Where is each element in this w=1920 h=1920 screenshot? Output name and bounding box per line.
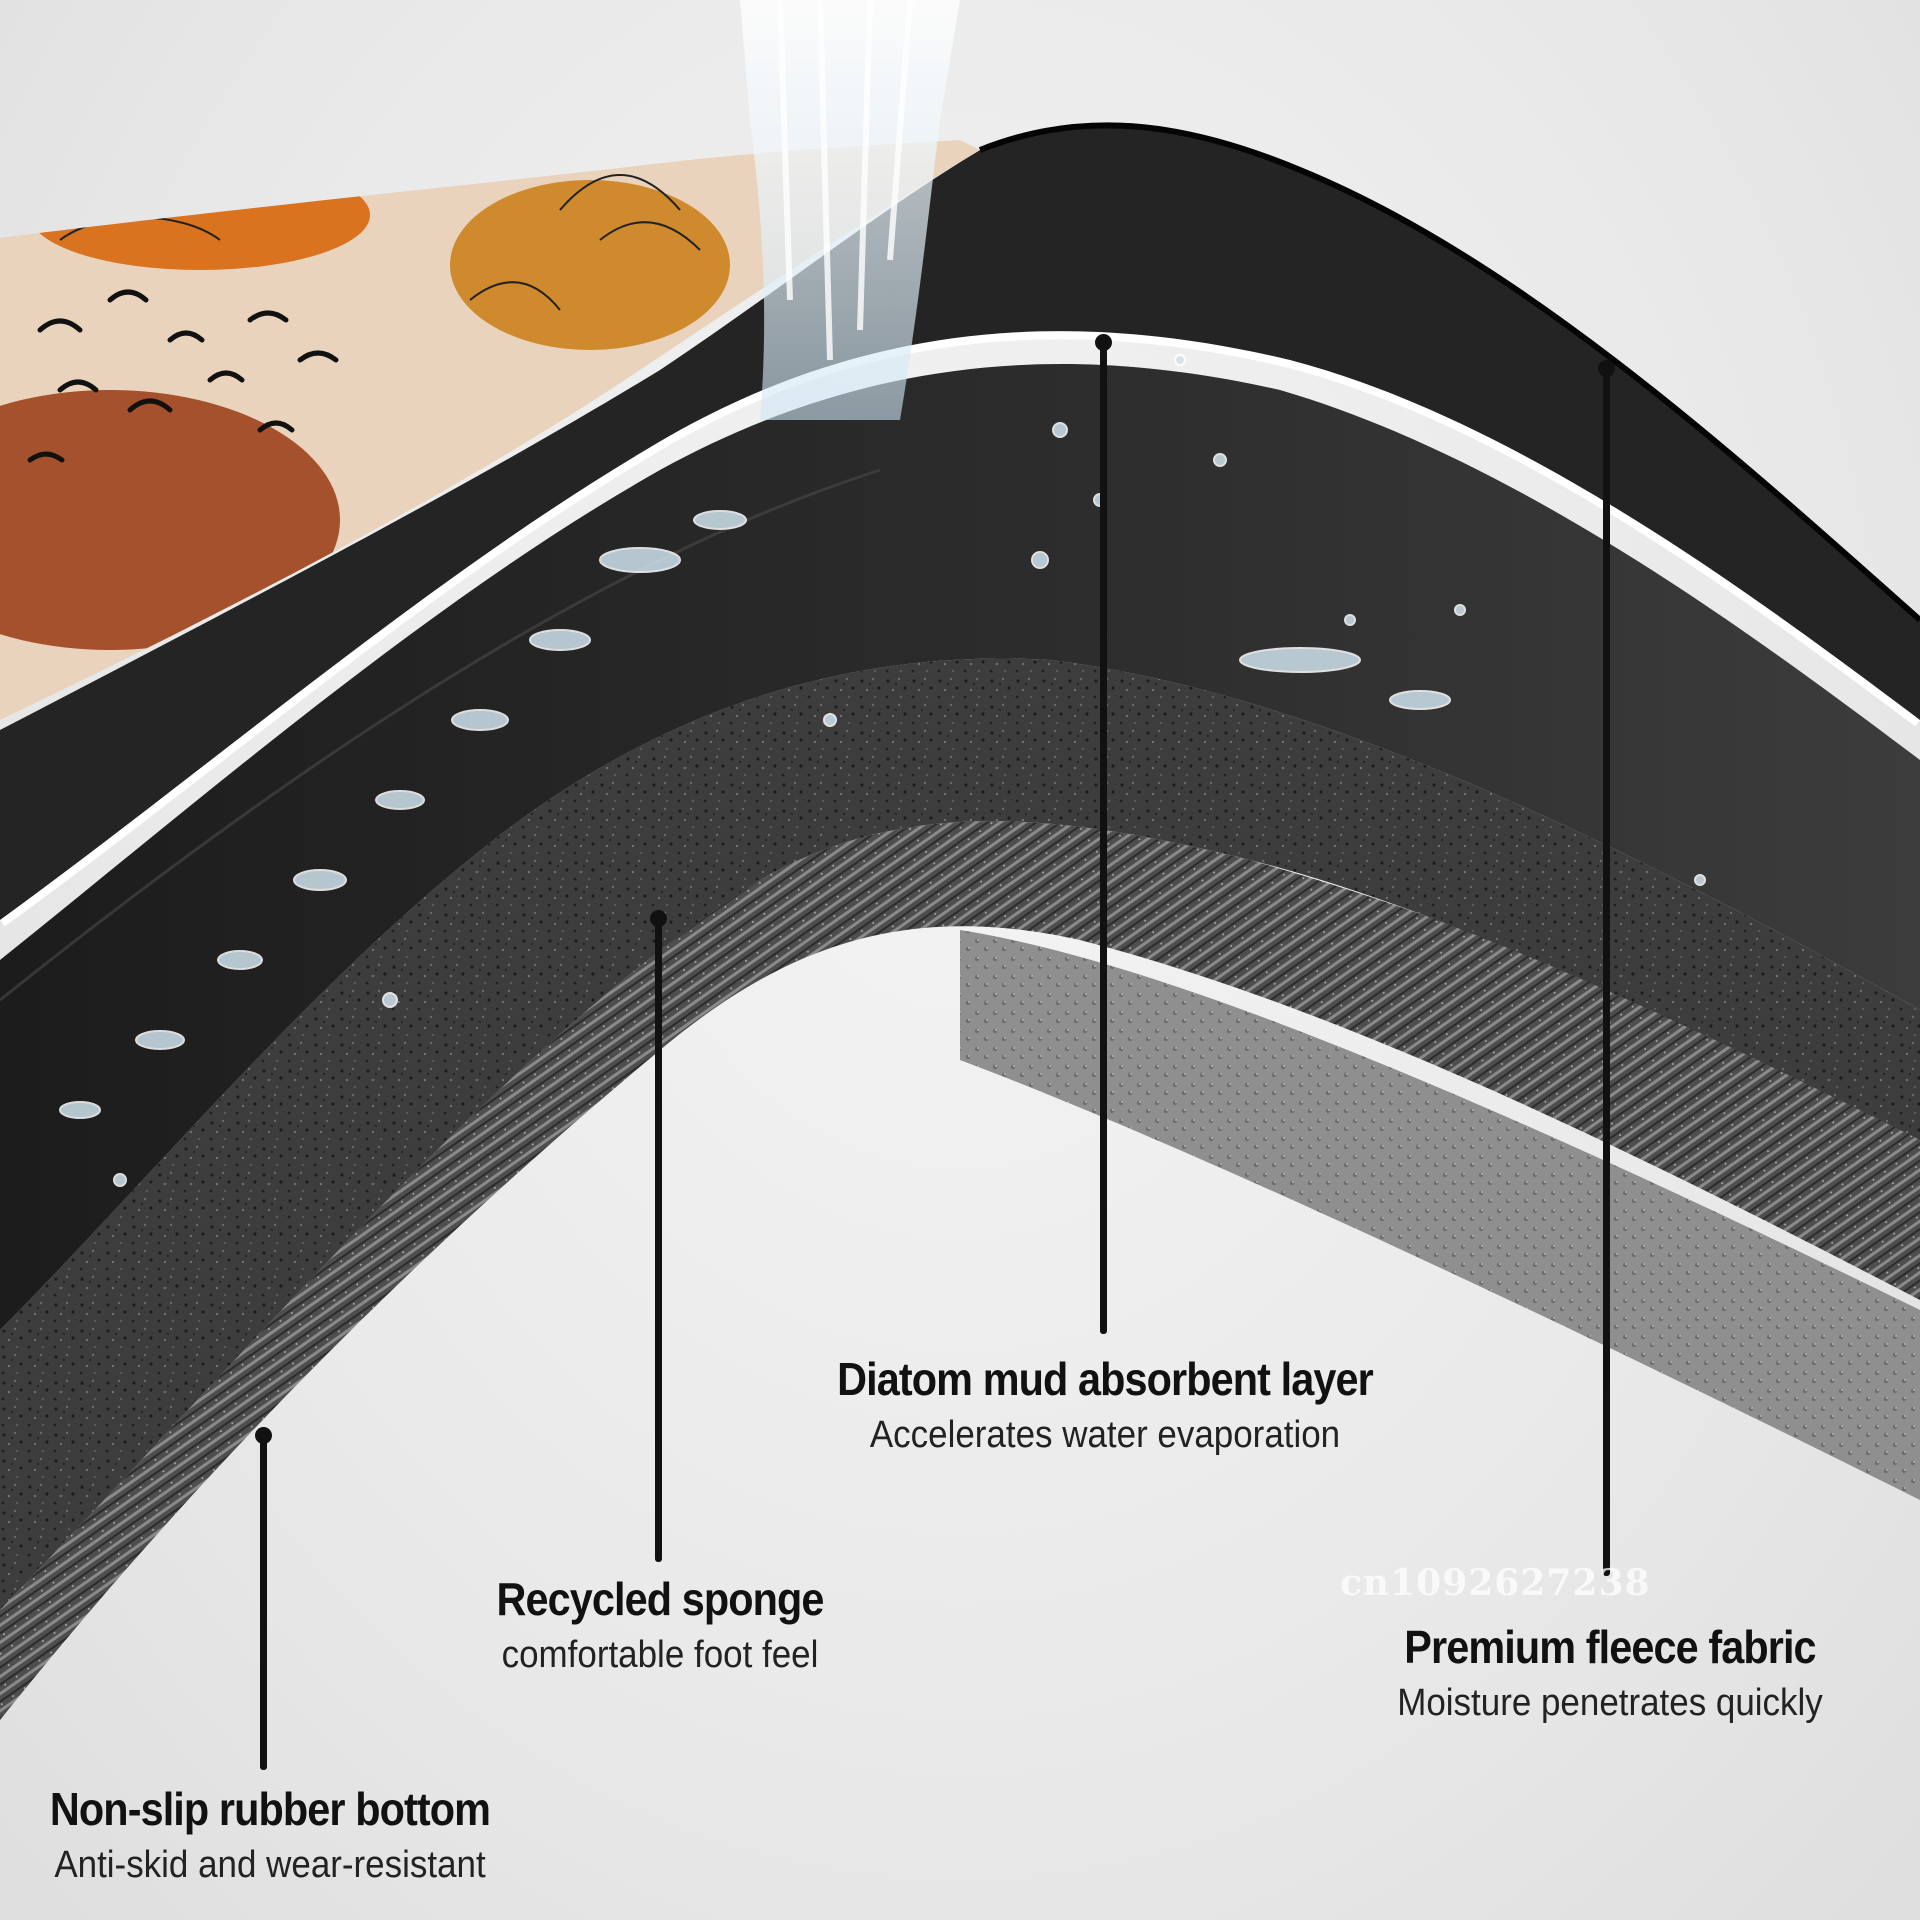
fleece-label: Premium fleece fabric Moisture penetrate… xyxy=(1360,1618,1860,1730)
water-splash xyxy=(59,354,1706,1187)
fleece-leader-line xyxy=(1598,360,1615,1576)
underside-layer xyxy=(960,930,1920,1500)
rubber-subtitle: Anti-skid and wear-resistant xyxy=(54,1844,486,1886)
water-stream xyxy=(740,0,960,420)
watermark: cn1092627238 xyxy=(1340,1562,1651,1604)
rubber-label: Non-slip rubber bottom Anti-skid and wea… xyxy=(20,1780,520,1892)
diatom-layer xyxy=(0,364,1920,1330)
fleece-subtitle: Moisture penetrates quickly xyxy=(1397,1682,1823,1724)
diatom-title: Diatom mud absorbent layer xyxy=(837,1353,1374,1405)
sponge-title: Recycled sponge xyxy=(496,1573,824,1625)
fabric-pattern xyxy=(0,160,730,650)
diatom-leader-line xyxy=(1095,334,1112,1334)
rubber-layer xyxy=(0,821,1920,1720)
rubber-leader-line xyxy=(255,1427,272,1770)
fleece-title: Premium fleece fabric xyxy=(1404,1621,1816,1673)
sponge-layer xyxy=(0,658,1920,1610)
sponge-label: Recycled sponge comfortable foot feel xyxy=(440,1570,880,1682)
diatom-subtitle: Accelerates water evaporation xyxy=(869,1414,1341,1456)
fleece-layer xyxy=(0,125,1920,920)
sponge-subtitle: comfortable foot feel xyxy=(501,1634,819,1676)
diatom-label: Diatom mud absorbent layer Accelerates w… xyxy=(790,1350,1420,1462)
sponge-leader-line xyxy=(650,910,667,1562)
rubber-title: Non-slip rubber bottom xyxy=(49,1783,491,1835)
